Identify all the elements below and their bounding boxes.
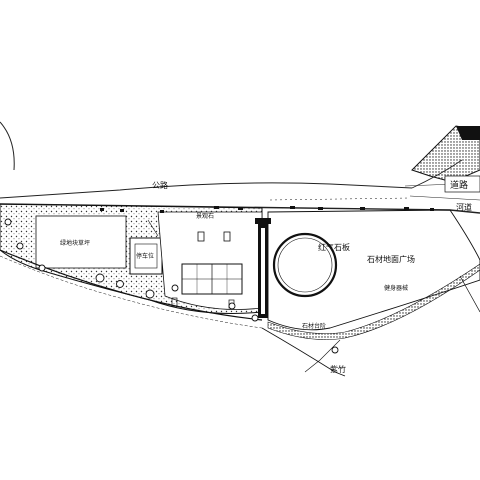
tree-markers	[4, 218, 339, 354]
round-plaza-outer	[272, 232, 338, 298]
sports-court	[181, 263, 243, 295]
stone-square-boundary	[267, 209, 480, 331]
steps-label: 石材台阶	[302, 322, 326, 330]
river-label: 河道	[456, 202, 472, 212]
road-label: 公路	[152, 180, 168, 190]
lawn-label: 绿地块草坪	[60, 239, 90, 247]
boundary-arc	[0, 121, 15, 171]
retaining-wall-right	[267, 263, 480, 340]
round-plaza-inner	[277, 237, 333, 293]
stone-steps	[258, 222, 268, 318]
right-diagonal	[459, 275, 480, 313]
pavilion-label: 停车位	[136, 252, 154, 260]
road-sign-box: 道路	[444, 175, 480, 193]
road-label-top: 道路	[450, 179, 468, 191]
bamboo-label: 紫竹	[330, 364, 346, 374]
lawn-area	[35, 215, 127, 269]
plaza-note: 景观石	[196, 213, 214, 220]
road-edge-upper	[0, 182, 413, 199]
square-label: 石材地面广场	[367, 254, 415, 264]
fitness-label: 健身器械	[384, 284, 408, 292]
river-line	[261, 327, 346, 377]
slope-edge	[0, 249, 263, 321]
red-stone-label: 红气石板	[318, 242, 350, 252]
plaza-area	[157, 211, 263, 310]
shrub-marks	[100, 206, 434, 213]
